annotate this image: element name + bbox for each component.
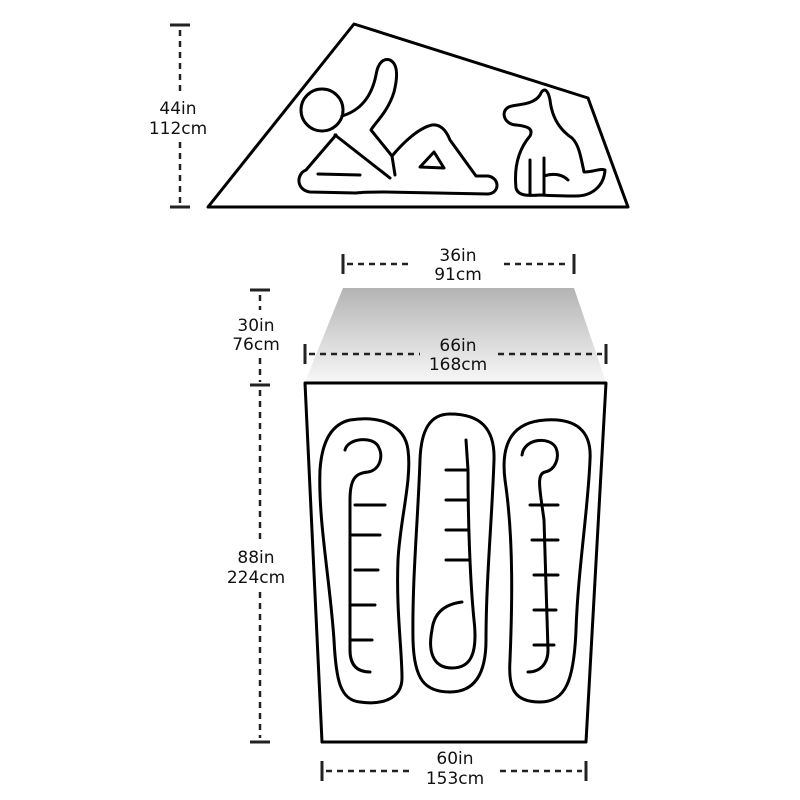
- head-width-metric: 168cm: [429, 355, 487, 375]
- vestibule-top-metric: 91cm: [434, 265, 482, 285]
- peak-height-imperial: 44in: [159, 99, 196, 119]
- tent-side-profile: [206, 22, 630, 209]
- dimension-head-width: [303, 344, 608, 364]
- dimension-peak-height: [170, 23, 190, 209]
- peak-height-metric: 112cm: [149, 119, 207, 139]
- foot-width-metric: 153cm: [426, 769, 484, 789]
- floor-length-metric: 224cm: [227, 568, 285, 588]
- vestibule-depth-metric: 76cm: [232, 335, 280, 355]
- sleeping-bag-right: [502, 418, 592, 704]
- dimension-floor-length: [250, 390, 270, 744]
- vestibule-area: [305, 288, 606, 382]
- dimension-vestibule-top: [341, 254, 576, 274]
- tent-floor: [303, 381, 608, 744]
- vestibule-depth-imperial: 30in: [237, 316, 274, 336]
- dimension-vestibule-depth: [250, 288, 270, 387]
- sleeping-bag-middle: [411, 412, 496, 694]
- dog-figure: [502, 88, 607, 198]
- sleeping-bag-left: [318, 417, 411, 705]
- head-width-imperial: 66in: [439, 336, 476, 356]
- dimension-foot-width: [320, 761, 588, 781]
- vestibule-top-imperial: 36in: [439, 246, 476, 266]
- person-figure: [297, 58, 499, 196]
- floor-length-imperial: 88in: [237, 548, 274, 568]
- foot-width-imperial: 60in: [436, 749, 473, 769]
